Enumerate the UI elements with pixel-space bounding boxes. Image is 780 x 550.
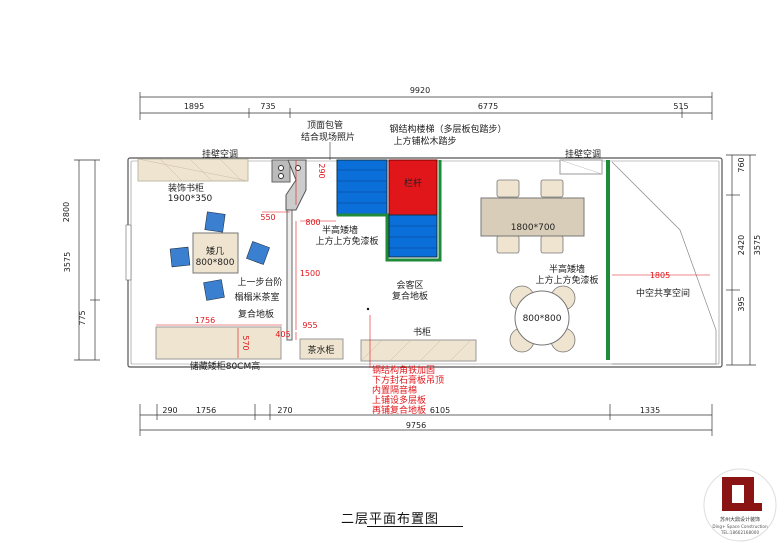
ceiling-pipe-line1: 顶面包管 bbox=[307, 119, 343, 131]
half-wall-right-2: 上方上方免漆板 bbox=[535, 274, 598, 286]
drain-icon-3 bbox=[295, 165, 301, 171]
company-logo: 苏州大鼎设计装饰 Ding+ Space Construction TEL:18… bbox=[703, 468, 777, 542]
dim-bottom-2: 1756 bbox=[196, 406, 216, 415]
red-dimension-lines bbox=[156, 160, 710, 358]
storage-cabinet-label: 储藏矮柜80CM高 bbox=[190, 360, 261, 372]
dim-top-2: 735 bbox=[260, 102, 275, 111]
note-line-3: 内置隔音棉 bbox=[372, 384, 417, 396]
top-dimensions bbox=[139, 92, 713, 120]
half-wall-left-1: 半高矮墙 bbox=[322, 224, 358, 236]
atrium-label: 中空共享空间 bbox=[636, 287, 690, 299]
ac-left-label: 挂壁空调 bbox=[202, 148, 238, 160]
ac-right-label: 挂壁空调 bbox=[565, 148, 601, 160]
dim-top-total: 9920 bbox=[410, 86, 430, 95]
coffee-table bbox=[192, 232, 239, 274]
tatami-room-label: 榻榻米茶室 bbox=[234, 291, 279, 303]
partition-wall bbox=[271, 159, 293, 341]
half-wall-left-2: 上方上方免漆板 bbox=[315, 235, 378, 247]
red-dim-405: 405 bbox=[275, 330, 290, 339]
coffee-table-size: 800*800 bbox=[196, 258, 235, 268]
stair-blue-upper bbox=[336, 159, 388, 216]
dining-table-label: 1800*700 bbox=[511, 223, 556, 233]
left-dimensions bbox=[74, 159, 100, 361]
red-dim-550: 550 bbox=[260, 213, 275, 222]
logo-en: Ding+ Space Construction bbox=[712, 524, 768, 529]
note-line-5: 再铺复合地板 bbox=[372, 404, 426, 416]
dim-bottom-3: 270 bbox=[277, 406, 292, 415]
drain-icon-2 bbox=[278, 173, 284, 179]
red-dim-290: 290 bbox=[317, 163, 326, 178]
note-line-4: 上铺设多层板 bbox=[372, 394, 426, 406]
reception-label-1: 会客区 bbox=[396, 279, 423, 291]
center-point bbox=[366, 307, 370, 311]
dim-bottom-1: 290 bbox=[162, 406, 177, 415]
railing-label: 栏杆 bbox=[404, 177, 422, 189]
bookcase-left-size: 1900*350 bbox=[168, 194, 213, 204]
tea-cabinet bbox=[299, 338, 344, 360]
bookshelf bbox=[360, 339, 477, 362]
dim-right-2: 2420 bbox=[737, 235, 746, 255]
bottom-dimensions bbox=[139, 404, 713, 436]
stair-line2: 上方铺松木踏步 bbox=[393, 135, 456, 147]
dim-top-4: 515 bbox=[673, 102, 688, 111]
storage-cabinet bbox=[155, 326, 282, 360]
dim-top-3: 6775 bbox=[478, 102, 498, 111]
dining-table bbox=[480, 197, 585, 237]
red-dim-1756: 1756 bbox=[195, 316, 215, 325]
drawing-title: 二层平面布置图 bbox=[340, 512, 439, 527]
round-table-label: 800*800 bbox=[523, 314, 562, 324]
dim-bottom-4: 6105 bbox=[430, 406, 450, 415]
red-dim-1500: 1500 bbox=[300, 269, 320, 278]
round-table bbox=[514, 290, 570, 346]
dim-bottom-total: 9756 bbox=[406, 421, 426, 430]
half-wall-right-1: 半高矮墙 bbox=[549, 263, 585, 275]
logo-cn: 苏州大鼎设计装饰 bbox=[720, 516, 760, 523]
step-platform-label: 上一步台阶 bbox=[237, 276, 282, 288]
drain-icon bbox=[278, 165, 284, 171]
dim-left-1: 2800 bbox=[62, 202, 71, 222]
dim-top-1: 1895 bbox=[184, 102, 204, 111]
composite-floor-left: 复合地板 bbox=[238, 308, 274, 320]
red-dim-570: 570 bbox=[241, 335, 250, 350]
dim-left-total: 3575 bbox=[63, 252, 72, 272]
reception-label-2: 复合地板 bbox=[392, 290, 428, 302]
bookcase-left-label: 装饰书柜 bbox=[168, 182, 204, 194]
dining-chairs bbox=[496, 179, 564, 254]
tea-cabinet-label: 茶水柜 bbox=[307, 344, 334, 356]
atrium-void bbox=[611, 161, 717, 365]
note-line-2: 下方封石膏板吊顶 bbox=[372, 374, 444, 386]
bookshelf-label: 书柜 bbox=[413, 326, 431, 338]
drawing-title-underline bbox=[367, 526, 463, 527]
dim-right-total: 3575 bbox=[753, 235, 762, 255]
stair-blue-lower bbox=[388, 214, 438, 258]
note-line-1: 钢结构角铁加固 bbox=[372, 364, 435, 376]
left-window bbox=[125, 224, 132, 281]
dim-bottom-5: 1335 bbox=[640, 406, 660, 415]
right-dimensions bbox=[726, 154, 756, 366]
red-dim-955: 955 bbox=[302, 321, 317, 330]
red-dim-800: 800 bbox=[305, 218, 320, 227]
stair-line1: 钢结构楼梯（多层板包踏步） bbox=[389, 123, 506, 135]
coffee-table-label: 矮几 bbox=[206, 245, 224, 257]
dim-right-1: 760 bbox=[737, 157, 746, 172]
red-dim-1805: 1805 bbox=[650, 271, 670, 280]
logo-tel: TEL:18662168000 bbox=[720, 530, 760, 535]
stair-half-wall bbox=[337, 160, 442, 262]
ceiling-pipe-line2: 结合现场照片 bbox=[301, 131, 355, 143]
dim-left-2: 775 bbox=[78, 310, 87, 325]
dim-right-3: 395 bbox=[737, 296, 746, 311]
